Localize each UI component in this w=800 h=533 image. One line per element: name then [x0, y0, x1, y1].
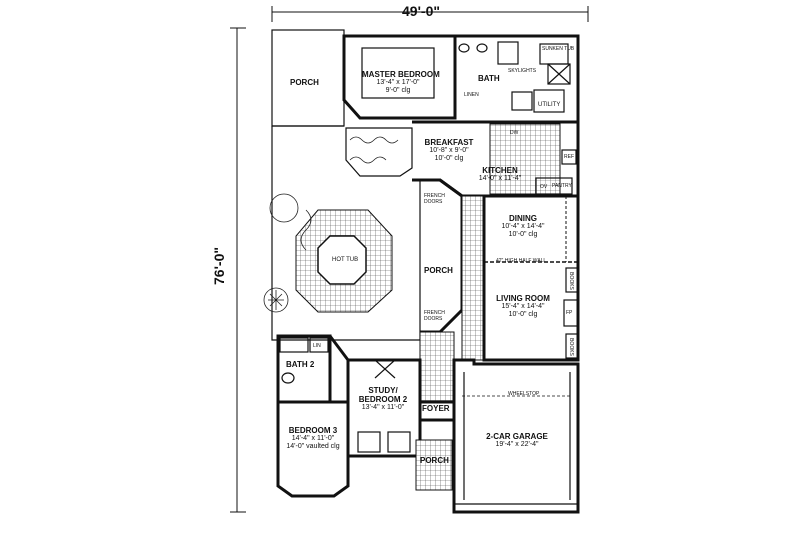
- hot-tub-label: HOT TUB: [332, 257, 359, 263]
- breakfast-ceiling: 10'-0" clg: [434, 155, 464, 163]
- master-bedroom-ceiling: 9'-0" clg: [385, 87, 411, 95]
- bath2-label: BATH 2: [286, 360, 315, 369]
- pantry-label: PANTRY: [552, 183, 572, 189]
- courtyard-outline: [271, 126, 421, 341]
- study-label: STUDY/ BEDROOM 2 13'-4" x 11'-0": [358, 386, 408, 412]
- bedroom3-ceiling: 14'-0" vaulted clg: [286, 443, 340, 451]
- foyer-label: FOYER: [422, 404, 450, 413]
- bedroom3-walls: [276, 400, 350, 498]
- fp-label: FP: [566, 310, 573, 316]
- bedroom3-label: BEDROOM 3 14'-4" x 11'-0" 14'-0" vaulted…: [286, 426, 340, 451]
- skylights-label: SKYLIGHTS: [508, 68, 537, 74]
- bedroom3-size: 14'-4" x 11'-0": [291, 435, 335, 443]
- master-bedroom-label: MASTER BEDROOM 13'-4" x 17'-0" 9'-0" clg: [362, 70, 440, 95]
- half-wall-label: 42" HIGH HALF WALL: [496, 258, 547, 264]
- depth-dimension-label: 76'-0": [211, 247, 227, 285]
- breakfast-label: BREAKFAST 10'-8" x 9'-0" 10'-0" clg: [424, 138, 474, 163]
- ov-label: OV: [540, 184, 548, 190]
- living-room-ceiling: 10'-0" clg: [508, 311, 538, 319]
- kitchen-label: KITCHEN 14'-0" x 11'-4": [478, 166, 522, 183]
- garage-label: 2-CAR GARAGE 19'-4" x 22'-4": [486, 432, 548, 449]
- dining-ceiling: 10'-0" clg: [508, 231, 538, 239]
- dining-living-walls: [482, 194, 580, 362]
- books-top-label: BOOKS: [567, 272, 574, 290]
- porch-mid-label: PORCH: [424, 266, 453, 275]
- french-doors-top-label: FRENCH DOORS: [424, 193, 445, 205]
- wheelstop-label: WHEELSTOP: [508, 391, 540, 397]
- width-dimension-line: [271, 6, 589, 22]
- utility-label: UTILITY: [538, 102, 561, 108]
- dining-label: DINING 10'-4" x 14'-4" 10'-0" clg: [501, 214, 545, 239]
- hot-tub: [317, 235, 367, 285]
- linen-label: LINEN: [464, 92, 479, 98]
- breakfast-size: 10'-8" x 9'-0": [429, 147, 469, 155]
- porch-entry-label: PORCH: [420, 456, 449, 465]
- french-doors-bottom-label: FRENCH DOORS: [424, 310, 445, 322]
- porch-top-label: PORCH: [290, 78, 319, 87]
- entry-porch: [415, 439, 453, 491]
- garden-bed: [345, 127, 413, 177]
- gallery-walkway: [419, 331, 455, 403]
- dw-label: DW: [510, 130, 519, 136]
- lin-label: LIN: [313, 343, 321, 349]
- bath-label: BATH: [478, 74, 500, 83]
- books-bottom-label: BOOKS: [567, 338, 574, 356]
- sunken-tub-label: SUNKEN TUB: [542, 46, 575, 52]
- living-room-label: LIVING ROOM 15'-4" x 14'-4" 10'-0" clg: [496, 294, 550, 319]
- living-room-size: 15'-4" x 14'-4": [501, 303, 545, 311]
- garage-walls: [452, 358, 580, 514]
- master-bedroom-walls: [342, 34, 457, 120]
- dining-size: 10'-4" x 14'-4": [501, 223, 545, 231]
- study-size: 13'-4" x 11'-0": [361, 404, 405, 412]
- width-dimension-label: 49'-0": [402, 3, 440, 19]
- depth-dimension-line: [230, 27, 246, 513]
- landscaping: [263, 136, 399, 313]
- master-bedroom-size: 13'-4" x 17'-0": [376, 79, 420, 87]
- garage-size: 19'-4" x 22'-4": [495, 441, 539, 449]
- ref-label: REF: [564, 154, 574, 160]
- kitchen-size: 14'-0" x 11'-4": [478, 175, 522, 183]
